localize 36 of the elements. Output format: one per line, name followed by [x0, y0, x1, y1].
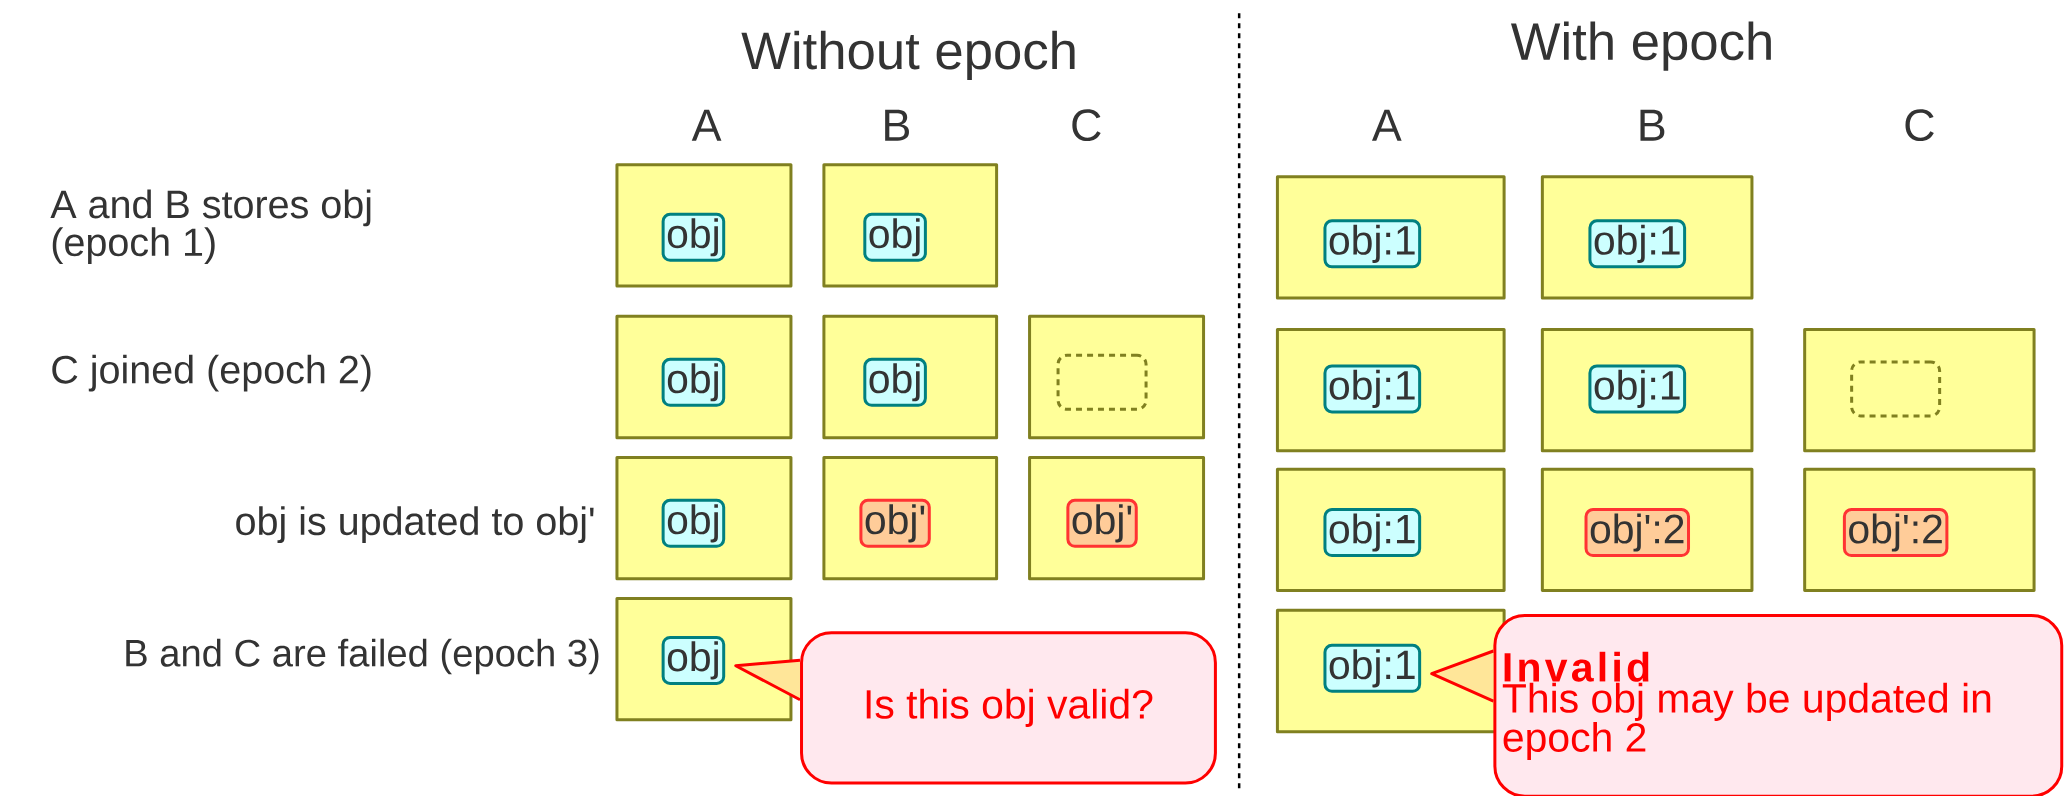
bubble-pointer [1430, 649, 1495, 703]
empty-slot [1056, 353, 1148, 411]
object-tag: obj' [859, 498, 931, 548]
section-heading: With epoch [1510, 21, 1771, 71]
section-heading: Without epoch [741, 30, 1075, 80]
column-label: B [1640, 109, 1665, 141]
object-tag: obj:1 [1588, 364, 1687, 414]
object-tag: obj':2 [1842, 507, 1949, 557]
object-tag: obj [863, 357, 927, 407]
empty-slot [1850, 360, 1942, 418]
object-tag: obj [661, 498, 726, 548]
object-tag: obj:1 [1323, 643, 1422, 693]
bubble-pointer [734, 658, 802, 702]
object-tag: obj [661, 357, 726, 407]
row-label: B and C are failed (epoch 3) [126, 638, 599, 675]
object-tag: obj [661, 212, 726, 262]
object-tag: obj' [1066, 498, 1138, 548]
column-label: B [885, 109, 909, 141]
row-label: obj is updated to obj' [236, 506, 594, 543]
column-label: C [1905, 109, 1934, 141]
speech-bubble: Invalid This obj may be updated in epoch 2 [1493, 614, 2064, 796]
column-label: A [691, 109, 722, 141]
object-tag: obj [661, 635, 726, 685]
storage-box [1028, 314, 1206, 440]
storage-box [1803, 327, 2036, 453]
object-tag: obj:1 [1323, 364, 1422, 414]
row-label: A and B stores obj (epoch 1) [50, 189, 371, 264]
column-label: C [1072, 109, 1101, 141]
object-tag: obj:1 [1588, 219, 1687, 269]
object-tag: obj:1 [1323, 507, 1422, 557]
object-tag: obj [863, 212, 927, 262]
object-tag: obj':2 [1584, 507, 1690, 557]
object-tag: obj:1 [1323, 219, 1422, 269]
speech-bubble: Is this obj valid? [800, 631, 1217, 785]
row-label: C joined (epoch 2) [52, 354, 371, 392]
column-label: A [1371, 109, 1402, 141]
